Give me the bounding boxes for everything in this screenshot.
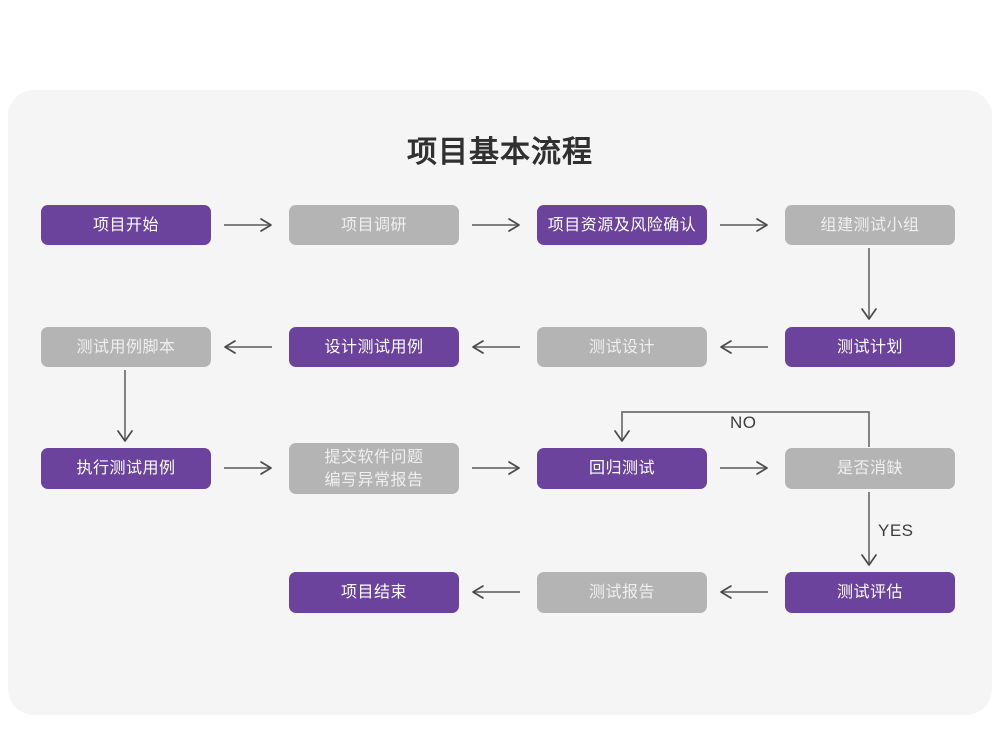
node-test-design[interactable]: 测试设计 [537,327,707,367]
node-project-research[interactable]: 项目调研 [289,205,459,245]
node-test-case-script[interactable]: 测试用例脚本 [41,327,211,367]
node-test-plan[interactable]: 测试计划 [785,327,955,367]
node-resource-risk-confirm[interactable]: 项目资源及风险确认 [537,205,707,245]
edge-label-no: NO [730,413,757,432]
node-form-test-team[interactable]: 组建测试小组 [785,205,955,245]
node-project-end[interactable]: 项目结束 [289,572,459,613]
node-test-evaluation[interactable]: 测试评估 [785,572,955,613]
edge-label-yes: YES [878,521,914,540]
node-execute-test-cases[interactable]: 执行测试用例 [41,448,211,489]
node-defects-cleared-decision[interactable]: 是否消缺 [785,448,955,489]
page-title: 项目基本流程 [407,136,593,169]
node-design-test-cases[interactable]: 设计测试用例 [289,327,459,367]
node-test-report[interactable]: 测试报告 [537,572,707,613]
node-project-start[interactable]: 项目开始 [41,205,211,245]
node-submit-defects-report[interactable]: 提交软件问题 编写异常报告 [289,443,459,494]
node-regression-test[interactable]: 回归测试 [537,448,707,489]
flowchart-card [8,90,992,715]
